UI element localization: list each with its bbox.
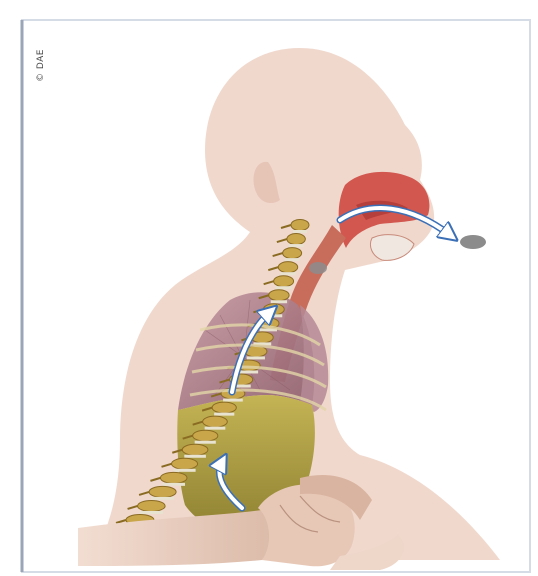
vertebra <box>212 402 236 413</box>
vertebra <box>274 276 294 287</box>
spinal-disc <box>174 469 196 472</box>
spinal-disc <box>280 272 295 275</box>
vertebra <box>291 220 309 231</box>
foreign-body-airway <box>309 262 327 274</box>
spinal-disc <box>276 286 292 289</box>
spinal-disc <box>184 455 206 458</box>
copyright-label: © DAE <box>36 49 46 82</box>
spinal-disc <box>293 230 307 233</box>
foreign-body-expelled <box>460 235 486 249</box>
vertebra <box>172 458 198 469</box>
vertebra <box>269 290 289 301</box>
vertebra <box>149 486 176 497</box>
vertebra <box>203 416 228 427</box>
vertebra <box>278 262 297 273</box>
spinal-disc <box>151 497 174 500</box>
spinal-disc <box>205 427 226 430</box>
vertebra <box>160 472 187 483</box>
spinal-disc <box>285 258 300 261</box>
spinal-disc <box>195 441 216 444</box>
spinal-disc <box>239 370 258 373</box>
spinal-disc <box>271 300 287 303</box>
spinal-disc <box>214 413 234 416</box>
vertebra <box>283 248 302 259</box>
spinal-disc <box>162 483 185 486</box>
vertebra <box>138 500 166 511</box>
spinal-disc <box>289 244 303 247</box>
spinal-disc <box>247 356 265 359</box>
spinal-disc <box>140 511 164 514</box>
vertebra <box>182 444 208 455</box>
vertebra <box>193 430 218 441</box>
spinal-disc <box>223 399 243 402</box>
vertebra <box>287 234 305 245</box>
